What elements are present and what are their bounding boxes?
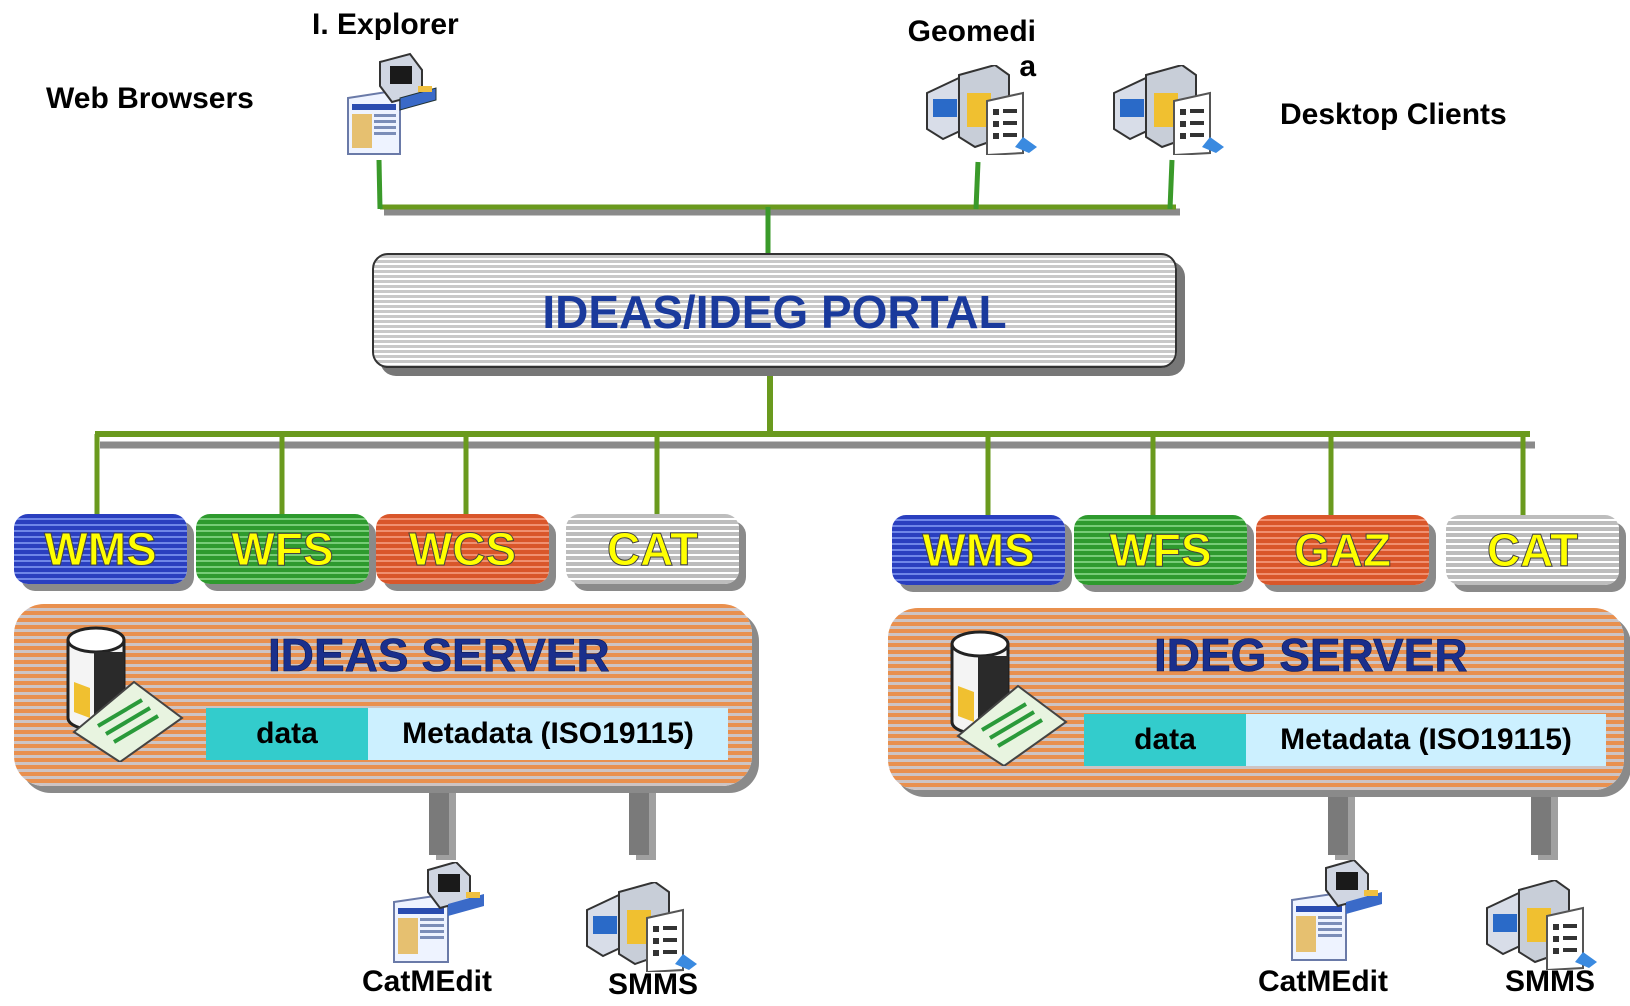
- geomedia-drop: [973, 161, 981, 210]
- geomedia-label-line2: a: [1019, 50, 1036, 83]
- web-browsers-label: Web Browsers: [46, 82, 254, 115]
- geomedia-desktop-icon: [926, 65, 1037, 155]
- portal-box: IDEAS/IDEG PORTAL: [372, 253, 1177, 368]
- left-wfs-label: WFS: [231, 523, 334, 576]
- left-wfs-service: WFS: [196, 514, 369, 584]
- left-wms-service: WMS: [14, 514, 187, 584]
- geomedia-label-line1: Geomedi: [907, 15, 1036, 48]
- right-wfs-service: WFS: [1074, 515, 1247, 585]
- ideas-server-title: IDEAS SERVER: [268, 629, 610, 682]
- right-catmedit-label: CatMEdit: [1258, 965, 1388, 998]
- right-smms-label: SMMS: [1505, 965, 1595, 998]
- left-wcs-service: WCS: [376, 514, 549, 584]
- right-gaz-service: GAZ: [1256, 515, 1429, 585]
- left-smms-label: SMMS: [608, 968, 698, 1001]
- left-wcs-label: WCS: [408, 523, 517, 576]
- left-catmedit-computer-icon: [393, 862, 484, 963]
- right-cat-service: CAT: [1446, 515, 1619, 585]
- left-catmedit-label: CatMEdit: [362, 965, 492, 998]
- ideas-server-box: IDEAS SERVER data Metadata (ISO19115): [14, 604, 752, 786]
- left-cat-service: CAT: [566, 514, 739, 584]
- left-wms-label: WMS: [44, 523, 157, 576]
- right-cat-label: CAT: [1486, 524, 1579, 577]
- desktop-drop: [1167, 159, 1175, 210]
- ideas-database-icon: [66, 626, 184, 762]
- right-wms-service: WMS: [892, 515, 1065, 585]
- right-gaz-label: GAZ: [1293, 524, 1392, 577]
- ideg-server-box: IDEG SERVER data Metadata (ISO19115): [888, 608, 1624, 790]
- left-smms-server-icon: [586, 882, 697, 972]
- right-smms-server-icon: [1486, 880, 1597, 970]
- ideas-metadata-cell: Metadata (ISO19115): [368, 708, 728, 760]
- ideg-metadata-cell: Metadata (ISO19115): [1246, 714, 1606, 766]
- ie-computer-icon: [347, 52, 437, 155]
- right-wms-label: WMS: [922, 524, 1035, 577]
- ie-label: I. Explorer: [312, 8, 459, 41]
- desktop-clients-label: Desktop Clients: [1280, 98, 1507, 131]
- right-wfs-label: WFS: [1109, 524, 1212, 577]
- portal-title: IDEAS/IDEG PORTAL: [542, 286, 1007, 338]
- ie-drop: [376, 159, 383, 210]
- left-cat-label: CAT: [606, 523, 699, 576]
- desktop-client-icon: [1113, 65, 1224, 155]
- ideg-database-icon: [950, 630, 1068, 766]
- ideas-data-cell: data: [206, 708, 368, 760]
- right-catmedit-computer-icon: [1291, 860, 1382, 961]
- ideg-server-title: IDEG SERVER: [1154, 629, 1468, 682]
- ideg-data-cell: data: [1084, 714, 1246, 766]
